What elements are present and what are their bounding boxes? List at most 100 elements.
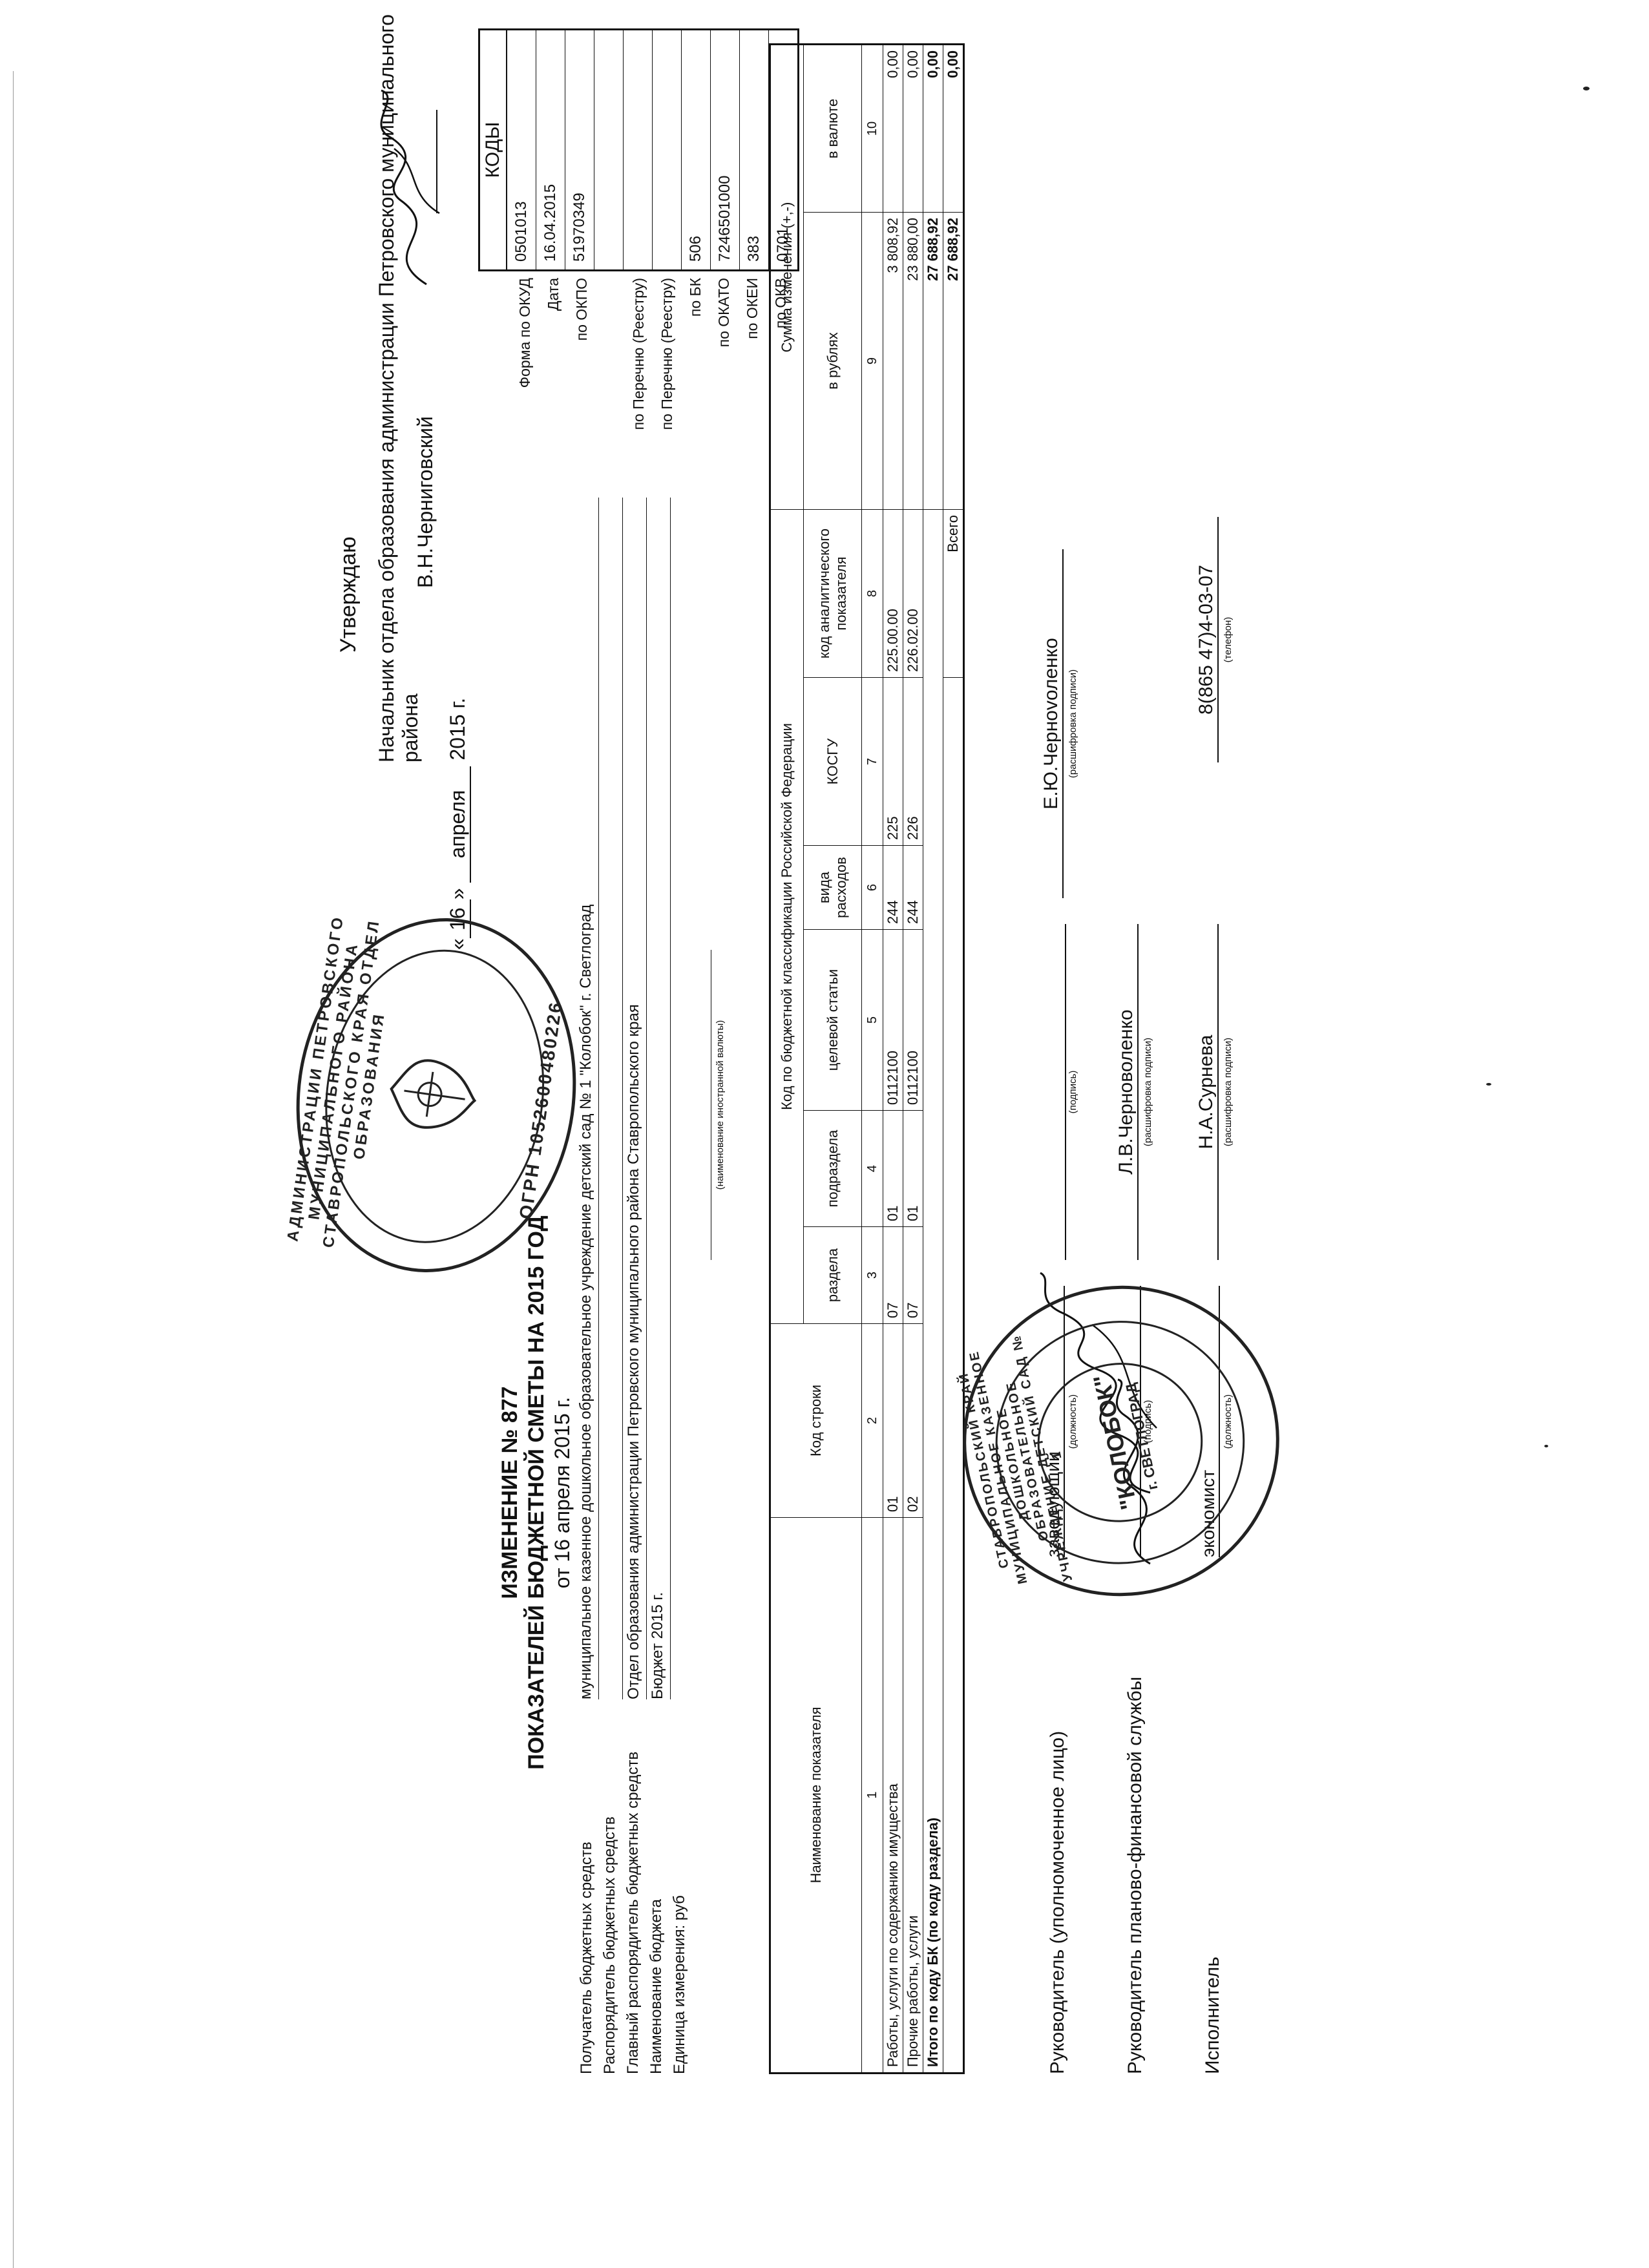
code-label: по Перечню (Реестру): [630, 278, 647, 430]
budget-name-label: Наименование бюджета: [647, 1899, 665, 2074]
subtotal-currency: 0,00: [923, 44, 943, 213]
row-target: 0112100: [903, 929, 923, 1111]
admin-round-stamp: АДМИНИСТРАЦИИ ПЕТРОВСКОГО МУНИЦИПАЛЬНОГО…: [273, 899, 599, 1291]
school-round-stamp: СТАВРОПОЛЬСКИЙ КРАЙ МУНИЦИПАЛЬНОЕ КАЗЕНН…: [934, 1256, 1308, 1626]
code-value: 51970349: [565, 30, 594, 269]
index-cell: 2: [861, 1323, 883, 1518]
code-label: по БК: [687, 278, 704, 317]
executor-name: Н.А.Сурнева: [1195, 924, 1219, 1260]
code-labels: Форма по ОКУД Дата по ОКПО по Перечню (Р…: [510, 278, 795, 433]
finance-name-caption: (расшифровка подписи): [1142, 1037, 1153, 1147]
row-kosgu: 226: [903, 677, 923, 846]
codes-box: КОДЫ 0501013 16.04.2015 51970349 506 724…: [478, 28, 799, 271]
header-expense-type: вида расходов: [803, 845, 862, 930]
finance-handwritten-signature: [1115, 1378, 1151, 1565]
row-kosgu: 225: [883, 677, 903, 846]
header-subsection: подраздела: [803, 1110, 862, 1227]
coat-of-arms-icon: [390, 1059, 477, 1129]
index-cell: 9: [861, 212, 883, 510]
code-value: 7246501000: [711, 30, 740, 269]
code-value: [594, 30, 624, 269]
header-name: Наименование показателя: [770, 1517, 862, 2074]
header-line-code: Код строки: [770, 1323, 862, 1518]
header-rub: в рублях: [803, 212, 862, 510]
code-label: по ОКАТО: [715, 278, 732, 348]
row-expense-type: 244: [903, 845, 923, 930]
row-name: Прочие работы, услуги: [903, 1517, 923, 2074]
code-label: Дата: [545, 278, 562, 311]
manager-value: [599, 498, 623, 1699]
header-change-group: Сумма изменения (+,-): [770, 44, 804, 510]
index-cell: 7: [861, 677, 883, 846]
approval-month: апреля: [446, 766, 471, 883]
index-cell: 6: [861, 845, 883, 930]
row-currency: 0,00: [883, 44, 903, 213]
code-label: Форма по ОКУД: [516, 278, 533, 388]
code-value: 0501013: [507, 30, 536, 269]
executor-name-caption: (расшифровка подписи): [1223, 1037, 1234, 1147]
index-cell: 4: [861, 1110, 883, 1227]
index-cell: 8: [861, 509, 883, 678]
row-name: Работы, услуги по содержанию имущества: [883, 1517, 903, 2074]
head-label: Руководитель (уполномоченное лицо): [1047, 1730, 1068, 2074]
manager-label: Распорядитель бюджетных средств: [601, 1816, 618, 2074]
total-row: Всего 27 688,92 0,00: [943, 44, 964, 2074]
code-value: [653, 30, 682, 269]
row-subsection: 01: [883, 1110, 903, 1227]
approval-signature: [380, 89, 440, 286]
code-label: по ОКЕИ: [744, 278, 761, 339]
budget-name-value: Бюджет 2015 г.: [647, 498, 671, 1699]
code-label: [596, 278, 624, 433]
row-rub: 23 880,00: [903, 212, 923, 510]
index-row: 1 2 3 4 5 6 7 8 9 10: [861, 44, 883, 2074]
row-expense-type: 244: [883, 845, 903, 930]
header-target: целевой статьи: [803, 929, 862, 1111]
header-currency: в валюте: [803, 44, 862, 213]
scan-edge-line: [13, 71, 14, 2268]
executor-label: Исполнитель: [1202, 1957, 1223, 2074]
approval-title: Утверждаю: [336, 536, 361, 653]
code-value: 506: [682, 30, 711, 269]
approval-name: В.Н.Черниговский: [414, 416, 437, 588]
index-cell: 1: [861, 1517, 883, 2074]
total-label: Всего: [943, 509, 964, 678]
code-value: 383: [740, 30, 769, 269]
subtotal-rub: 27 688,92: [923, 212, 943, 510]
head-signature-line: [1065, 924, 1066, 1260]
row-target: 0112100: [883, 929, 903, 1111]
row-section: 07: [903, 1226, 923, 1324]
header-kosgu: КОСГУ: [803, 677, 862, 846]
recipient-label: Получатель бюджетных средств: [578, 1842, 595, 2074]
approval-year: 2015 г.: [446, 697, 469, 761]
code-label: по Перечню (Реестру): [658, 278, 675, 430]
codes-header: КОДЫ: [480, 30, 507, 269]
unit-label: Единица измерения: руб: [671, 1895, 688, 2074]
finance-label: Руководитель планово-финансовой службы: [1124, 1676, 1146, 2074]
head-name: Е.Ю.Чернovоленко: [1040, 549, 1064, 898]
executor-phone: 8(865 47)4-03-07: [1195, 517, 1219, 762]
header-bk-group: Код по бюджетной классификации Российско…: [770, 509, 804, 1324]
row-section: 07: [883, 1226, 903, 1324]
row-rub: 3 808,92: [883, 212, 903, 510]
header-analytic: код аналитического показателя: [803, 509, 862, 678]
estimate-table: Наименование показателя Код строки Код п…: [769, 43, 965, 2074]
index-cell: 10: [861, 44, 883, 213]
chief-manager-label: Главный распорядитель бюджетных средств: [624, 1751, 642, 2074]
total-currency: 0,00: [943, 44, 964, 213]
code-value: [624, 30, 653, 269]
table-row: Работы, услуги по содержанию имущества 0…: [883, 44, 903, 2074]
finance-name: Л.В.Черноволенко: [1115, 924, 1139, 1260]
subtotal-label: Итого по коду БК (по коду раздела): [923, 509, 943, 2074]
scan-speck: [1583, 87, 1590, 90]
info-labels: Получатель бюджетных средств Распорядите…: [575, 1712, 691, 2074]
total-rub: 27 688,92: [943, 212, 964, 510]
row-line-code: 01: [883, 1323, 903, 1518]
row-currency: 0,00: [903, 44, 923, 213]
scan-speck: [1544, 1445, 1548, 1447]
table-row: Прочие работы, услуги 02 07 01 0112100 2…: [903, 44, 923, 2074]
index-cell: 5: [861, 929, 883, 1111]
currency-caption: (наименование иностранной валюты): [715, 1020, 726, 1190]
scan-speck: [1486, 1083, 1491, 1086]
code-label: по ОКПО: [573, 278, 590, 341]
